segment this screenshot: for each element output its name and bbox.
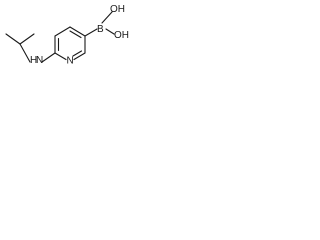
bond-nh-ring <box>41 52 56 63</box>
double-bond-c4-c5 <box>69 30 82 39</box>
hydroxyl-right-label: OH <box>114 30 129 41</box>
ring-nitrogen-label: N <box>67 56 74 67</box>
amine-hydrogen-label: H <box>30 55 37 66</box>
boron-label: B <box>97 24 104 35</box>
bond-ring-n-c2 <box>54 52 67 61</box>
bond-methyl-top <box>19 33 35 45</box>
bond-ring-c6-n <box>73 52 86 61</box>
bond-ring-c3-c4 <box>54 26 71 37</box>
bond-ch-nh <box>19 43 31 63</box>
double-bond-c6-n <box>72 50 83 57</box>
hydroxyl-top-label: OH <box>110 4 125 15</box>
bond-methyl-left <box>5 33 21 45</box>
bond-boron-oh-right <box>105 28 115 35</box>
bond-ring-boron <box>84 28 98 37</box>
amine-nitrogen-label: N <box>36 55 43 66</box>
bond-boron-oh-top <box>101 11 113 24</box>
bond-ring-c4-c5 <box>69 26 86 37</box>
chemical-structure: B OH OH N H N <box>5 4 129 67</box>
